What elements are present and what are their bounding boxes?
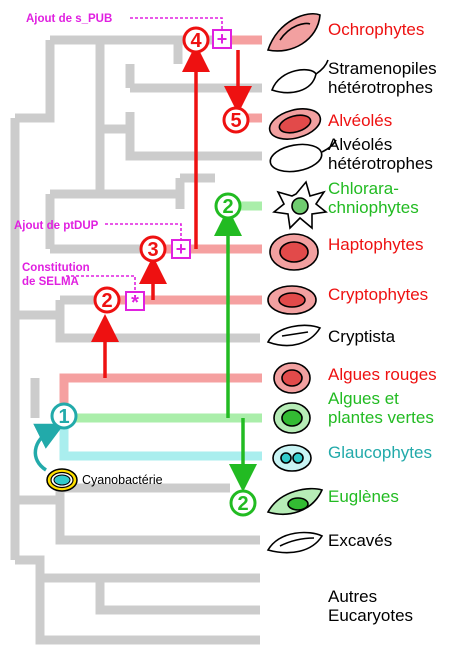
svg-text:2: 2 (222, 196, 233, 218)
haptophyte-icon (269, 233, 319, 271)
branch-crypto (55, 300, 260, 343)
arrow-cyanobacteria (33, 423, 65, 472)
branch-other-euk (15, 555, 260, 645)
annotation-s-pub: Ajout de s_PUB (26, 13, 112, 25)
marker-1: 1 (50, 402, 78, 430)
green-alga-icon (273, 402, 311, 434)
taxon-label: Algues rouges (328, 365, 437, 384)
event-box-s-pub: + (212, 29, 232, 49)
lineage-glaucophytes (59, 418, 262, 461)
taxon-label: hétérotrophes (328, 154, 433, 173)
transfer-arrows (33, 44, 257, 492)
cryptista-icon (266, 324, 322, 347)
marker-5: 5 (222, 106, 250, 134)
taxon-label: Excavés (328, 531, 392, 550)
tree-branches (10, 35, 262, 645)
alveolate-icon (268, 108, 322, 140)
glaucophyte-icon (272, 444, 312, 472)
taxon-label: hétérotrophes (328, 78, 433, 97)
branch-excavates (15, 495, 260, 545)
taxon-label: Alvéolés (328, 111, 392, 130)
annotation-selma-1: Constitution (22, 262, 90, 274)
euglena-icon (266, 487, 324, 515)
taxon-label: Eucaryotes (328, 606, 413, 625)
cyanobacteria-label: Cyanobactérie (82, 473, 163, 487)
annotation-selma-2: de SELMA (22, 276, 79, 288)
annotation-leaders (66, 17, 223, 292)
heterotroph-stramenopile-icon (270, 59, 329, 94)
taxon-label: Chlorara- (328, 179, 399, 198)
svg-text:1: 1 (58, 406, 69, 428)
taxon-label: Ochrophytes (328, 20, 424, 39)
taxon-label: Algues et (328, 389, 399, 408)
marker-2-euglena: 2 (229, 489, 257, 517)
red-alga-icon (273, 362, 311, 394)
taxon-label: Autres (328, 587, 377, 606)
branch-stramenopiles (100, 35, 183, 64)
svg-text:2: 2 (237, 493, 248, 515)
svg-text:5: 5 (230, 110, 241, 132)
marker-3: 3 (139, 235, 167, 263)
svg-text:3: 3 (147, 239, 158, 261)
star-icon: * (131, 292, 139, 314)
taxon-label: Haptophytes (328, 235, 423, 254)
branch-other-euk-2 (95, 578, 260, 615)
branch-sar (50, 35, 105, 199)
organism-icons (266, 13, 337, 554)
marker-4: 4 (182, 26, 210, 54)
plus-icon: + (217, 29, 228, 49)
taxon-label: Glaucophytes (328, 443, 432, 462)
svg-text:2: 2 (101, 290, 112, 312)
marker-2-chlorarachnio: 2 (214, 192, 242, 220)
chlorarachniophyte-icon (272, 180, 328, 230)
annotation-ptdup: Ajout de ptDUP (14, 220, 99, 232)
taxa-labels: OchrophytesStramenopileshétérotrophesAlv… (328, 20, 437, 625)
cyanobacteria-icon (46, 468, 78, 492)
plus-icon: + (176, 239, 187, 259)
taxon-label: plantes vertes (328, 408, 434, 427)
taxon-label: Cryptophytes (328, 285, 428, 304)
event-box-ptdup: + (171, 239, 191, 259)
branch-to-sar-haptophytes (15, 40, 55, 123)
branch-rhizaria (100, 189, 185, 209)
marker-2-red: 2 (93, 286, 121, 314)
leaf-alveolates (125, 112, 262, 161)
taxon-label: Stramenopiles (328, 59, 437, 78)
svg-text:4: 4 (190, 30, 202, 52)
taxon-label: Euglènes (328, 487, 399, 506)
taxon-label: Alvéolés (328, 135, 392, 154)
taxon-label: chniophytes (328, 198, 419, 217)
lineage-red-algae (59, 373, 262, 418)
event-box-selma: * (125, 291, 145, 314)
excavate-icon (266, 531, 324, 554)
cryptophyte-icon (267, 285, 317, 315)
ochrophyte-icon (266, 13, 321, 52)
heterotroph-alveolate-icon (269, 139, 337, 173)
taxon-label: Cryptista (328, 327, 396, 346)
